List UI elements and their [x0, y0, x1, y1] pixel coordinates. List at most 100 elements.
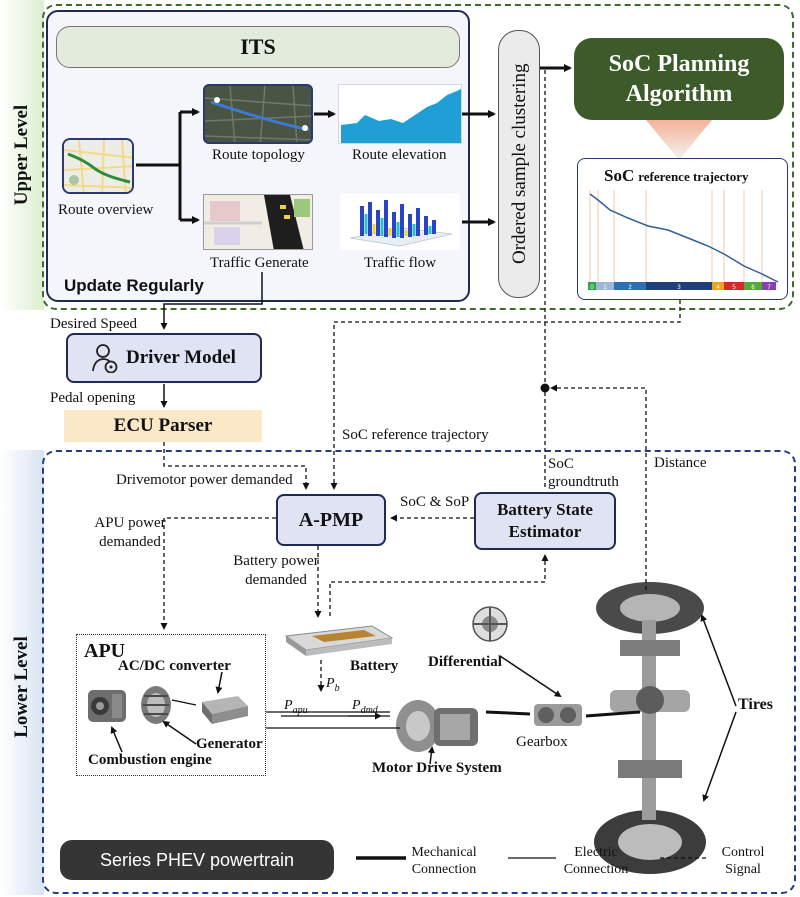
battery-power-line2: demanded: [245, 572, 307, 588]
driver-model-box: Driver Model: [66, 333, 262, 383]
legend-control-label: Control Signal: [708, 844, 778, 878]
update-regularly-label: Update Regularly: [64, 276, 204, 295]
soc-groundtruth-label: SoC groundtruth: [548, 455, 638, 491]
traffic-generate-image: [203, 194, 313, 250]
component-pointers: [110, 614, 737, 802]
bse-line1: Battery State: [497, 500, 593, 519]
soc-planning-algorithm-box: SoC Planning Algorithm: [574, 38, 784, 120]
soc-groundtruth-line2: groundtruth: [548, 474, 619, 490]
bse-line2: Estimator: [508, 522, 582, 541]
papu-label: Papu: [284, 698, 308, 716]
lower-level-side-band: [0, 450, 44, 895]
pb-sub: b: [334, 682, 340, 694]
route-overview-label: Route overview: [58, 202, 154, 218]
soc-reference-plot: 0 1 2 3 4 5 6 7: [588, 190, 779, 291]
mechanical-arrows: [136, 64, 572, 226]
route-topology-map: [203, 84, 313, 144]
route-elevation-label: Route elevation: [352, 147, 447, 163]
route-elevation-chart: [338, 84, 462, 144]
its-title-bar: ITS: [56, 26, 460, 68]
pdmd-main: P: [352, 698, 361, 713]
driver-model-label: Driver Model: [126, 347, 236, 368]
battery-power-line1: Battery power: [233, 553, 319, 569]
ordered-sample-clustering-box: [498, 30, 540, 298]
acdc-converter-image: [198, 692, 250, 726]
soc-sop-label: SoC & SoP: [400, 494, 470, 510]
gearbox-image: [530, 698, 586, 732]
soc-planning-line1: SoC Planning: [608, 51, 750, 77]
electric-connections: [171, 699, 400, 729]
route-topology-label: Route topology: [212, 147, 305, 163]
vehicle-chassis-image: [580, 580, 720, 880]
battery-label: Battery: [350, 658, 399, 674]
traffic-flow-chart: [340, 194, 460, 250]
legend-mech-line1: Mechanical: [411, 845, 477, 860]
lower-level-frame: [42, 450, 796, 894]
legend-electric-label: Electric Connection: [556, 844, 636, 878]
control-signal-lines: [160, 70, 681, 692]
legend-elec-line1: Electric: [574, 845, 618, 860]
generator-label: Generator: [196, 736, 263, 752]
pdmd-sub: dmd: [360, 704, 378, 716]
distance-label: Distance: [654, 455, 707, 471]
ecu-parser-box: ECU Parser: [64, 410, 262, 442]
soc-segment-2: 2: [628, 285, 632, 291]
soc-segment-6: 6: [751, 285, 755, 291]
motor-drive-image: [390, 692, 486, 758]
battery-state-estimator-box: Battery State Estimator: [474, 492, 616, 550]
traffic-generate-label: Traffic Generate: [210, 255, 309, 271]
series-phev-title: Series PHEV powertrain: [60, 840, 334, 880]
desired-speed-label: Desired Speed: [50, 316, 138, 332]
solid-connections: [160, 272, 263, 408]
driver-icon: [92, 343, 118, 374]
soc-groundtruth-line1: SoC: [548, 456, 574, 472]
soc-segment-1: 1: [603, 285, 607, 291]
gearbox-label: Gearbox: [516, 734, 568, 750]
legend-mech-line2: Connection: [411, 862, 477, 877]
generator-image: [138, 682, 174, 728]
combustion-engine-label: Combustion engine: [88, 752, 212, 768]
pb-main: P: [326, 676, 335, 691]
soc-ref-title-small: reference trajectory: [638, 169, 749, 184]
mechanical-drive-line: [485, 710, 641, 718]
soc-ref-title-big: SoC: [604, 166, 635, 185]
upper-level-frame: [42, 4, 794, 310]
differential-image: [468, 604, 512, 644]
papu-main: P: [284, 698, 293, 713]
legend-ctrl-line2: Signal: [725, 862, 761, 877]
apu-label: APU: [84, 640, 126, 662]
legend-elec-line2: Connection: [563, 862, 629, 877]
signal-junction-dot: [540, 383, 550, 393]
series-phev-title-text: Series PHEV powertrain: [99, 849, 295, 870]
motor-drive-system-label: Motor Drive System: [372, 760, 502, 776]
traffic-flow-label: Traffic flow: [364, 255, 437, 271]
apmp-label: A-PMP: [298, 508, 364, 531]
legend-mechanical-label: Mechanical Connection: [404, 844, 484, 878]
differential-label: Differential: [428, 654, 502, 670]
drivemotor-power-label: Drivemotor power demanded: [116, 472, 293, 488]
soc-segment-4: 4: [716, 285, 720, 291]
apu-power-line1: APU power: [94, 515, 166, 531]
battery-image: [282, 622, 396, 658]
upper-level-side-band: [0, 0, 44, 310]
soc-reference-panel: [577, 158, 788, 300]
its-title: ITS: [240, 34, 276, 59]
soc-segment-0: 0: [590, 285, 594, 291]
apmp-box: A-PMP: [276, 494, 386, 546]
acdc-converter-label: AC/DC converter: [118, 658, 231, 674]
pb-label: Pb: [326, 676, 340, 694]
soc-reference-trajectory-label: SoC reference trajectory: [342, 427, 489, 443]
papu-sub: apu: [292, 704, 308, 716]
tires-label: Tires: [738, 696, 773, 713]
pdmd-label: Pdmd: [352, 698, 378, 716]
soc-planning-line2: Algorithm: [625, 81, 733, 107]
apu-group-box: [76, 634, 266, 776]
battery-power-demanded-label: Battery power demanded: [216, 552, 336, 590]
soc-segment-5: 5: [732, 285, 736, 291]
apu-power-line2: demanded: [99, 534, 161, 550]
apu-power-demanded-label: APU power demanded: [80, 514, 180, 552]
legend-ctrl-line1: Control: [721, 845, 765, 860]
soc-reference-title: SoC reference trajectory: [604, 166, 749, 186]
ecu-parser-label: ECU Parser: [113, 415, 213, 436]
